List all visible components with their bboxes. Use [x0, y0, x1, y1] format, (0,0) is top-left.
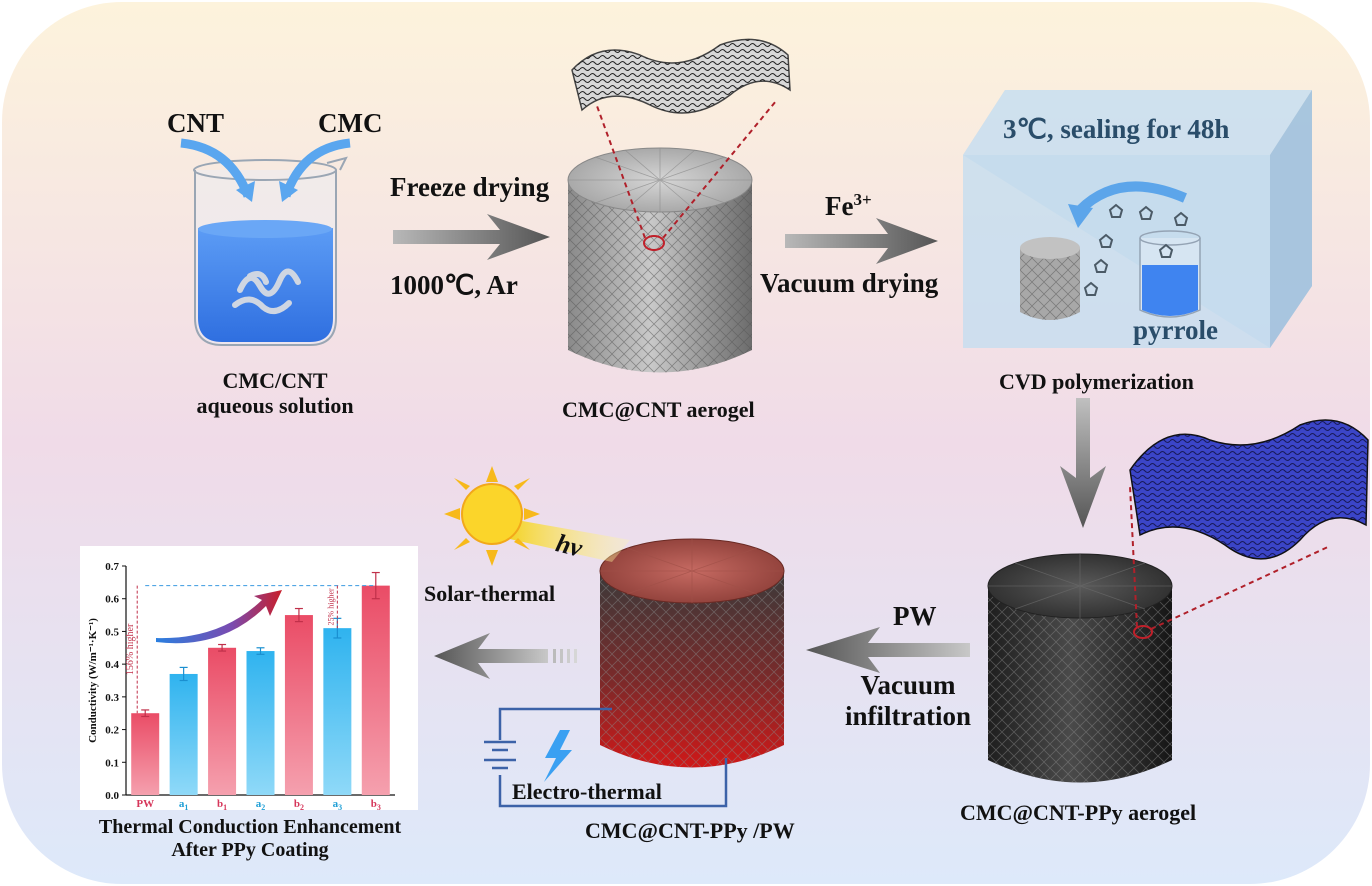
process-arrow-2 [785, 218, 938, 264]
pw-label: PW [893, 601, 937, 631]
chart-x-tick-label: a3 [333, 798, 343, 812]
chart-y-tick-label: 0.5 [105, 626, 119, 638]
chart-x-tick-label: b1 [217, 798, 227, 812]
step1-caption-line1: CMC/CNT [222, 368, 328, 393]
chart-y-tick-label: 0.6 [105, 594, 119, 606]
infiltration-label: Vacuum infiltration [838, 670, 978, 732]
ppy-aerogel-cylinder-icon [987, 419, 1369, 783]
circuit-icon [484, 707, 728, 808]
chart-trend-arrow [156, 590, 282, 644]
cvd-box-title: 3℃, sealing for 48h [1003, 114, 1230, 144]
chart-y-tick-label: 0.0 [105, 790, 119, 802]
chart-x-tick-label: b3 [371, 798, 381, 812]
chart-y-label: Conductivity (W/m⁻¹·K⁻¹) [87, 618, 99, 743]
lightning-icon [544, 730, 572, 782]
step1-caption: CMC/CNT aqueous solution [170, 368, 380, 419]
electro-thermal-label: Electro-thermal [512, 779, 662, 804]
process-arrow-1 [393, 214, 550, 260]
chart-bar [246, 651, 275, 795]
cvd-chamber [963, 90, 1312, 348]
solar-thermal-label: Solar-thermal [424, 581, 556, 606]
chart-y-tick-label: 0.3 [105, 692, 119, 704]
infiltration-line2: infiltration [845, 701, 971, 732]
chart-x-tick-subscript: 2 [300, 803, 304, 812]
beaker-icon [180, 138, 351, 346]
process-arrow-3 [806, 627, 970, 673]
chart-x-tick-subscript: 3 [377, 803, 381, 812]
chart-y-tick-label: 0.1 [105, 757, 119, 769]
chart-x-tick-label: b2 [294, 798, 304, 812]
fe-text: Fe [825, 191, 854, 221]
step6-caption: Thermal Conduction Enhancement After PPy… [50, 816, 450, 862]
sun-icon [444, 466, 630, 566]
chart-bar [169, 673, 198, 795]
chart-annotation: 156% higher [125, 623, 136, 675]
composite-cylinder-icon [599, 538, 785, 768]
chart-bar [208, 647, 237, 795]
step1-caption-line2: aqueous solution [196, 393, 354, 419]
chart-bar [323, 628, 352, 795]
step4-caption: CMC@CNT-PPy aerogel [960, 800, 1197, 825]
freeze-drying-label: Freeze drying [390, 172, 550, 202]
cnt-label: CNT [167, 108, 225, 138]
step2-caption: CMC@CNT aerogel [562, 397, 755, 422]
aerogel-cylinder-icon [567, 38, 791, 373]
chart-x-tick-label: a2 [256, 798, 266, 812]
chart-y-tick-label: 0.2 [105, 725, 119, 737]
process-arrow-4 [434, 633, 577, 679]
chart-annotation: 25% higher [326, 588, 335, 625]
pyrrole-label: pyrrole [1133, 315, 1218, 345]
process-arrow-down [1060, 398, 1106, 528]
chart-x-tick-subscript: 2 [261, 803, 265, 812]
chart-x-tick-subscript: 1 [223, 803, 227, 812]
chart-y-tick-label: 0.4 [105, 659, 119, 671]
cmc-label: CMC [318, 108, 383, 138]
infiltration-line1: Vacuum [860, 670, 956, 700]
chart-x-tick-label: PW [136, 798, 154, 810]
chart-x-tick-subscript: 1 [184, 803, 188, 812]
fe-label: Fe3+ [825, 190, 872, 222]
chart-bar [131, 713, 160, 795]
chart-x-tick-subscript: 3 [338, 803, 342, 812]
step5-caption: CMC@CNT-PPy /PW [585, 818, 795, 843]
chart-x-tick-label: a1 [179, 798, 189, 812]
step6-caption-line1: Thermal Conduction Enhancement [98, 816, 402, 838]
step6-caption-line2: After PPy Coating [171, 839, 329, 861]
chart-bar [284, 615, 313, 795]
fe-sup: 3+ [853, 190, 872, 209]
step3-caption: CVD polymerization [999, 369, 1194, 394]
carbonization-label: 1000℃, Ar [390, 270, 518, 300]
chart-y-tick-label: 0.7 [105, 561, 119, 573]
chart-bar [361, 585, 390, 795]
vacuum-drying-label: Vacuum drying [760, 268, 939, 298]
